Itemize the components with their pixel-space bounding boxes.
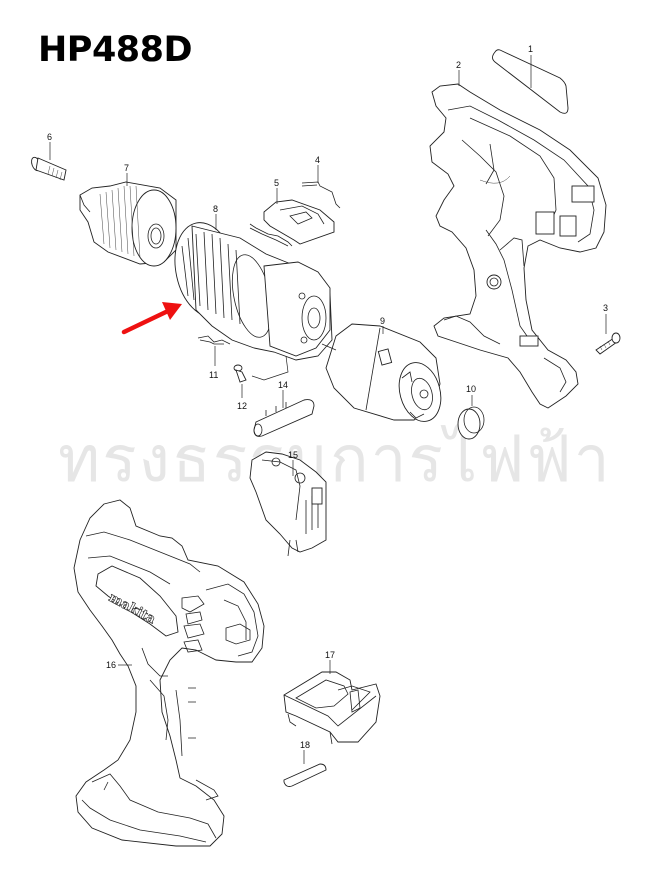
part-2-housing-right[interactable] <box>429 70 607 409</box>
part-5-change-lever[interactable] <box>263 188 335 245</box>
part-14-led-circuit[interactable] <box>253 390 315 437</box>
callout-8: 8 <box>213 204 219 214</box>
callout-18: 18 <box>300 740 311 750</box>
part-1-label[interactable] <box>492 49 569 114</box>
part-6-chuck-screw[interactable] <box>30 142 67 181</box>
part-7-drill-chuck[interactable] <box>79 173 177 267</box>
callout-10: 10 <box>466 384 477 394</box>
callout-7: 7 <box>124 163 130 173</box>
part-9-dc-motor[interactable] <box>321 323 447 426</box>
part-4-spring-lower[interactable] <box>249 223 293 247</box>
part-10-rubber-cap[interactable] <box>457 395 485 440</box>
part-17-terminal[interactable] <box>283 660 381 745</box>
callout-5: 5 <box>274 178 280 188</box>
part-18-label[interactable] <box>283 750 327 787</box>
part-12-screw[interactable] <box>233 364 247 398</box>
callout-12: 12 <box>237 401 248 411</box>
part-4-spring[interactable] <box>301 165 341 209</box>
part-8-gear-assembly[interactable] <box>167 214 333 361</box>
highlight-arrow <box>121 302 182 335</box>
part-16-housing-left[interactable]: makita <box>73 499 265 847</box>
part-11-leaf-spring[interactable] <box>197 335 231 366</box>
callout-11: 11 <box>209 370 219 380</box>
part-3-screw[interactable] <box>595 314 621 355</box>
callout-3: 3 <box>603 303 609 313</box>
callout-17: 17 <box>325 650 336 660</box>
part-15-switch[interactable] <box>249 451 327 557</box>
callout-15: 15 <box>288 450 299 460</box>
callout-6: 6 <box>47 132 53 142</box>
callout-14: 14 <box>278 380 289 390</box>
callout-1: 1 <box>528 44 534 54</box>
callout-16: 16 <box>106 660 117 670</box>
callout-4: 4 <box>315 155 321 165</box>
callout-9: 9 <box>380 316 386 326</box>
callout-2: 2 <box>456 60 462 70</box>
model-title: HP488D <box>38 30 193 70</box>
